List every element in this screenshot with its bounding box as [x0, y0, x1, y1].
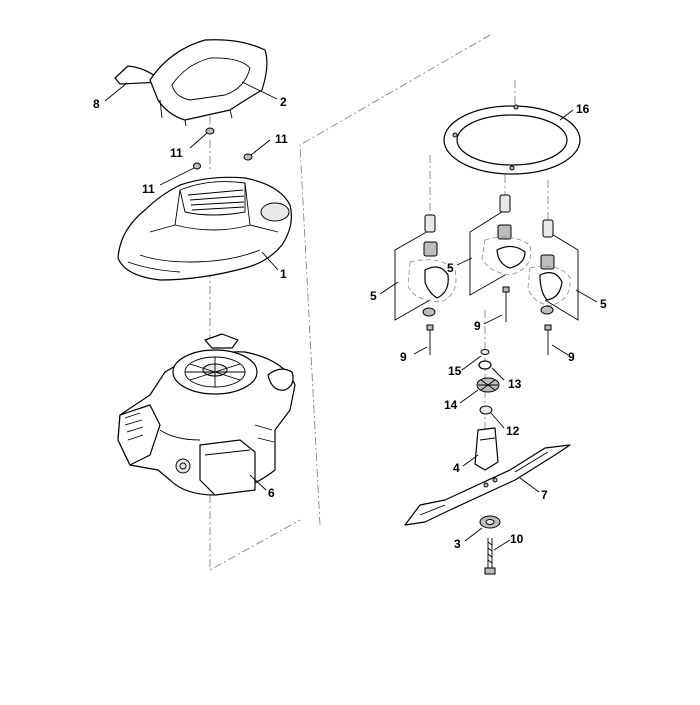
callout-11: 11 [275, 132, 288, 146]
part-15-washer [480, 349, 490, 355]
part-12-washer [479, 405, 493, 415]
part-5-adapter-boxes [394, 209, 579, 321]
part-1-engine-shroud [117, 176, 292, 281]
adapter-washers [422, 305, 554, 317]
callout-13: 13 [508, 377, 522, 391]
part-6-engine [117, 333, 296, 496]
callout-5: 5 [447, 261, 454, 275]
callout-labels: 8 2 11 11 11 1 6 16 5 5 5 9 9 9 15 13 14… [93, 95, 607, 551]
callout-1: 1 [280, 267, 287, 281]
adapter-bushings [423, 224, 555, 270]
hub-stack [476, 349, 500, 415]
part-11-nuts [193, 127, 253, 170]
part-13-spacer [478, 360, 492, 370]
callout-7: 7 [541, 488, 548, 502]
callout-4: 4 [453, 461, 460, 475]
callout-9: 9 [474, 319, 481, 333]
part-4-blade-holder [474, 427, 499, 471]
callout-11: 11 [170, 146, 183, 160]
callout-15: 15 [448, 364, 462, 378]
leader-lines [104, 81, 598, 551]
callout-14: 14 [444, 398, 458, 412]
callout-8: 8 [93, 97, 100, 111]
adapter-housings [407, 236, 571, 307]
part-2-top-cover [149, 39, 268, 127]
callout-11: 11 [142, 182, 155, 196]
callout-5: 5 [370, 289, 377, 303]
part-7-blade [404, 444, 571, 526]
callout-6: 6 [268, 486, 275, 500]
callout-5: 5 [600, 297, 607, 311]
callout-3: 3 [454, 537, 461, 551]
adapter-pins [424, 194, 554, 238]
callout-9: 9 [400, 350, 407, 364]
callout-2: 2 [280, 95, 287, 109]
callout-9: 9 [568, 350, 575, 364]
part-16-spacer-ring [443, 104, 581, 175]
part-10-blade-bolt [484, 538, 496, 575]
callout-16: 16 [576, 102, 590, 116]
callout-12: 12 [506, 424, 520, 438]
part-3-washer [479, 515, 501, 529]
part-9-bolts [426, 286, 552, 355]
callout-10: 10 [510, 532, 524, 546]
